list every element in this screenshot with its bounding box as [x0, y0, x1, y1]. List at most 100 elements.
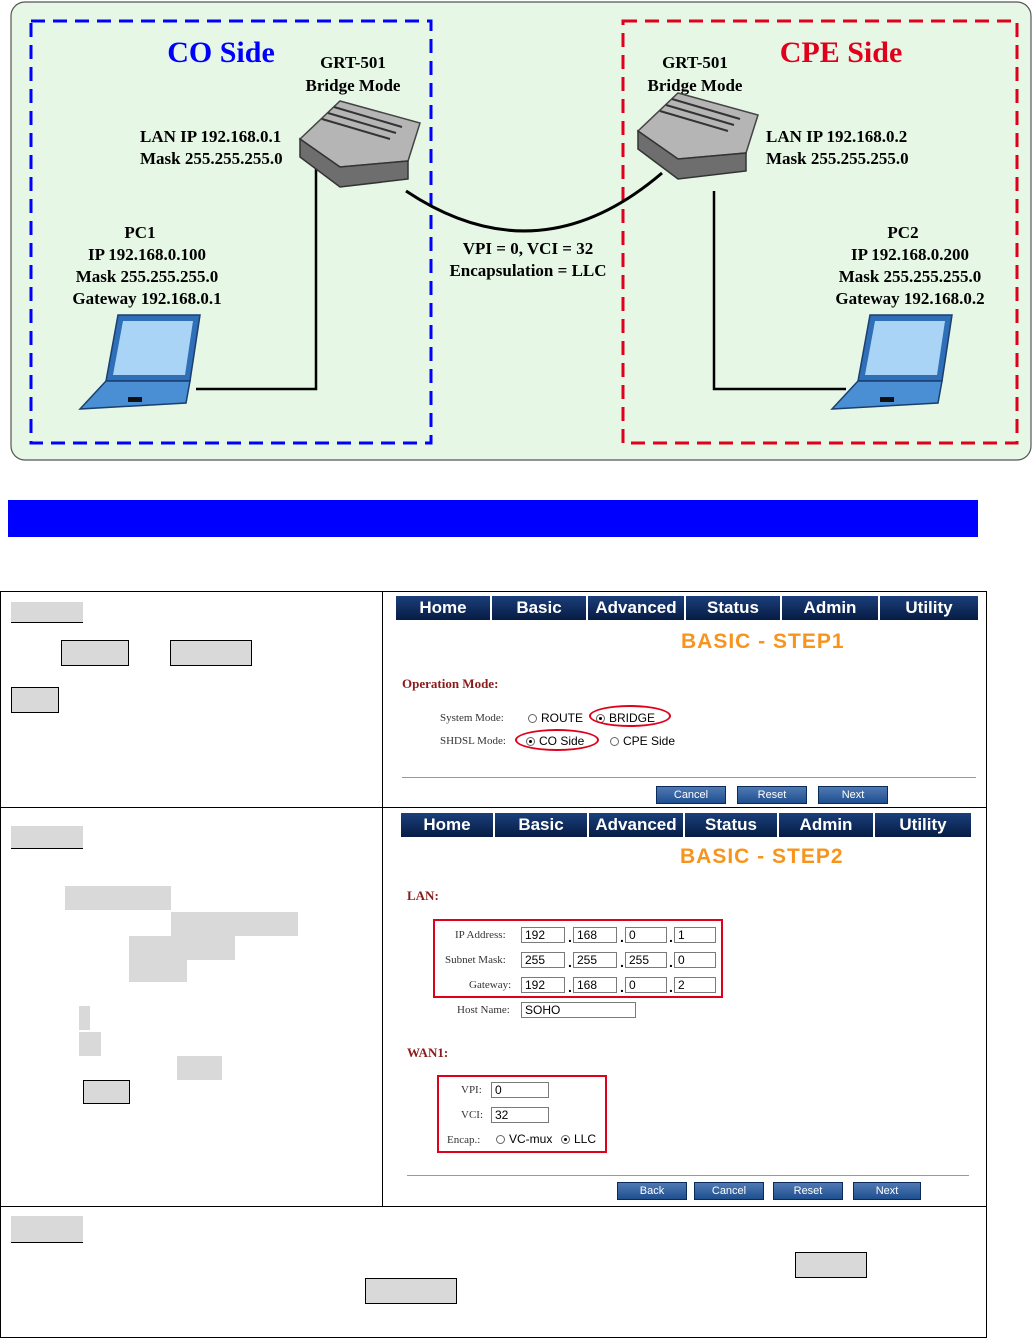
- vcmux-radio[interactable]: [496, 1135, 505, 1145]
- step1-heading-block: [11, 602, 83, 623]
- step2-heading-block: [11, 826, 83, 849]
- row-divider-2: [1, 1206, 986, 1207]
- system-mode-route-option[interactable]: ROUTE: [528, 711, 583, 725]
- tab-basic[interactable]: Basic: [495, 813, 589, 837]
- co-side-title: CO Side: [167, 36, 275, 69]
- step2-highlight-3: [129, 936, 235, 960]
- route-radio[interactable]: [528, 714, 537, 724]
- step2-reset-button[interactable]: Reset: [773, 1182, 843, 1200]
- step1-separator: [402, 777, 976, 778]
- step2-title: BASIC - STEP2: [680, 845, 844, 868]
- step1-reset-button[interactable]: Reset: [737, 786, 807, 804]
- mask-octet-1[interactable]: 255: [521, 952, 565, 968]
- subnet-mask-label: Subnet Mask:: [445, 954, 506, 966]
- step3-heading-block: [11, 1216, 83, 1243]
- cpe-side-box: [621, 19, 1019, 445]
- step2-highlight-1: [65, 886, 171, 910]
- pc1-gateway: Gateway 192.168.0.1: [72, 289, 221, 308]
- tab-advanced[interactable]: Advanced: [589, 813, 685, 837]
- lan-heading: LAN:: [407, 888, 439, 903]
- co-side-highlight-oval: [515, 729, 599, 751]
- ip-octet-2[interactable]: 168: [573, 927, 617, 943]
- dot: .: [620, 954, 624, 970]
- llc-radio[interactable]: [561, 1135, 570, 1145]
- row-divider-1: [1, 807, 986, 808]
- section-banner: [8, 500, 978, 537]
- shdsl-mode-label: SHDSL Mode:: [440, 735, 506, 747]
- wan-highlight-box: [437, 1075, 607, 1153]
- ip-octet-4[interactable]: 1: [674, 927, 716, 943]
- tab-status[interactable]: Status: [686, 596, 782, 620]
- co-side-box: [29, 19, 433, 445]
- step1-highlight-3: [11, 687, 59, 713]
- step2-highlight-8: [83, 1080, 130, 1104]
- step3-highlight-1: [795, 1252, 867, 1278]
- step2-back-button[interactable]: Back: [617, 1182, 687, 1200]
- tab-admin[interactable]: Admin: [779, 813, 875, 837]
- step1-highlight-1: [61, 640, 129, 666]
- dot: .: [669, 954, 673, 970]
- shdsl-mode-cpe-option[interactable]: CPE Side: [610, 734, 675, 748]
- gateway-octet-2[interactable]: 168: [573, 977, 617, 993]
- dot: .: [620, 929, 624, 945]
- co-router-mask: Mask 255.255.255.0: [140, 149, 283, 168]
- co-lan-cable: [196, 169, 318, 391]
- dot: .: [620, 979, 624, 995]
- vci-input[interactable]: 32: [491, 1107, 549, 1123]
- co-router-lan-ip: LAN IP 192.168.0.1: [140, 127, 281, 146]
- tab-basic[interactable]: Basic: [492, 596, 588, 620]
- cpe-router-model: GRT-501: [662, 53, 728, 72]
- tab-utility[interactable]: Utility: [880, 596, 978, 620]
- pc1-name: PC1: [124, 223, 155, 242]
- host-name-input[interactable]: SOHO: [521, 1002, 636, 1018]
- vpi-label: VPI:: [461, 1084, 482, 1096]
- step1-panel: Home Basic Advanced Status Admin Utility…: [396, 596, 978, 806]
- tab-status[interactable]: Status: [685, 813, 779, 837]
- network-diagram: CO Side CPE Side GRT-501 Bridge Mode GRT…: [10, 1, 1032, 461]
- lan-highlight-box: [433, 919, 723, 998]
- gateway-octet-1[interactable]: 192: [521, 977, 565, 993]
- mask-octet-2[interactable]: 255: [573, 952, 617, 968]
- mask-octet-3[interactable]: 255: [625, 952, 667, 968]
- column-divider: [382, 592, 383, 1206]
- dsl-cable: [405, 171, 663, 233]
- ip-octet-3[interactable]: 0: [625, 927, 667, 943]
- tab-utility[interactable]: Utility: [875, 813, 971, 837]
- dot: .: [568, 979, 572, 995]
- tab-home[interactable]: Home: [401, 813, 495, 837]
- pc2-gateway: Gateway 192.168.0.2: [835, 289, 984, 308]
- pc1-laptop-icon: [78, 314, 201, 410]
- encap-vcmux-option[interactable]: VC-mux: [496, 1132, 552, 1146]
- cpe-router-mask: Mask 255.255.255.0: [766, 149, 909, 168]
- cpe-side-radio[interactable]: [610, 737, 619, 747]
- bridge-highlight-oval: [589, 705, 671, 727]
- tab-advanced[interactable]: Advanced: [588, 596, 686, 620]
- mask-octet-4[interactable]: 0: [674, 952, 716, 968]
- step2-nav-bar: Home Basic Advanced Status Admin Utility: [401, 813, 971, 837]
- gateway-octet-3[interactable]: 0: [625, 977, 667, 993]
- tab-home[interactable]: Home: [396, 596, 492, 620]
- encap-label: Encap.:: [447, 1134, 481, 1146]
- encap-llc-option[interactable]: LLC: [561, 1132, 596, 1146]
- cpe-lan-cable: [712, 191, 846, 391]
- step2-next-button[interactable]: Next: [853, 1182, 921, 1200]
- pc1-mask: Mask 255.255.255.0: [76, 267, 219, 286]
- vpi-input[interactable]: 0: [491, 1082, 549, 1098]
- cpe-side-title: CPE Side: [780, 36, 903, 69]
- host-name-label: Host Name:: [457, 1004, 510, 1016]
- step2-separator: [407, 1175, 969, 1176]
- tab-admin[interactable]: Admin: [782, 596, 880, 620]
- gateway-octet-4[interactable]: 2: [674, 977, 716, 993]
- ip-octet-1[interactable]: 192: [521, 927, 565, 943]
- step2-cancel-button[interactable]: Cancel: [694, 1182, 764, 1200]
- dot: .: [568, 929, 572, 945]
- step1-next-button[interactable]: Next: [818, 786, 888, 804]
- co-router-device: [298, 100, 421, 188]
- step2-highlight-5: [79, 1006, 90, 1030]
- step1-title: BASIC - STEP1: [681, 630, 845, 653]
- cpe-router-lan-ip: LAN IP 192.168.0.2: [766, 127, 907, 146]
- dot: .: [669, 979, 673, 995]
- step1-cancel-button[interactable]: Cancel: [656, 786, 726, 804]
- step2-highlight-2: [171, 912, 298, 936]
- link-encapsulation: Encapsulation = LLC: [449, 261, 606, 280]
